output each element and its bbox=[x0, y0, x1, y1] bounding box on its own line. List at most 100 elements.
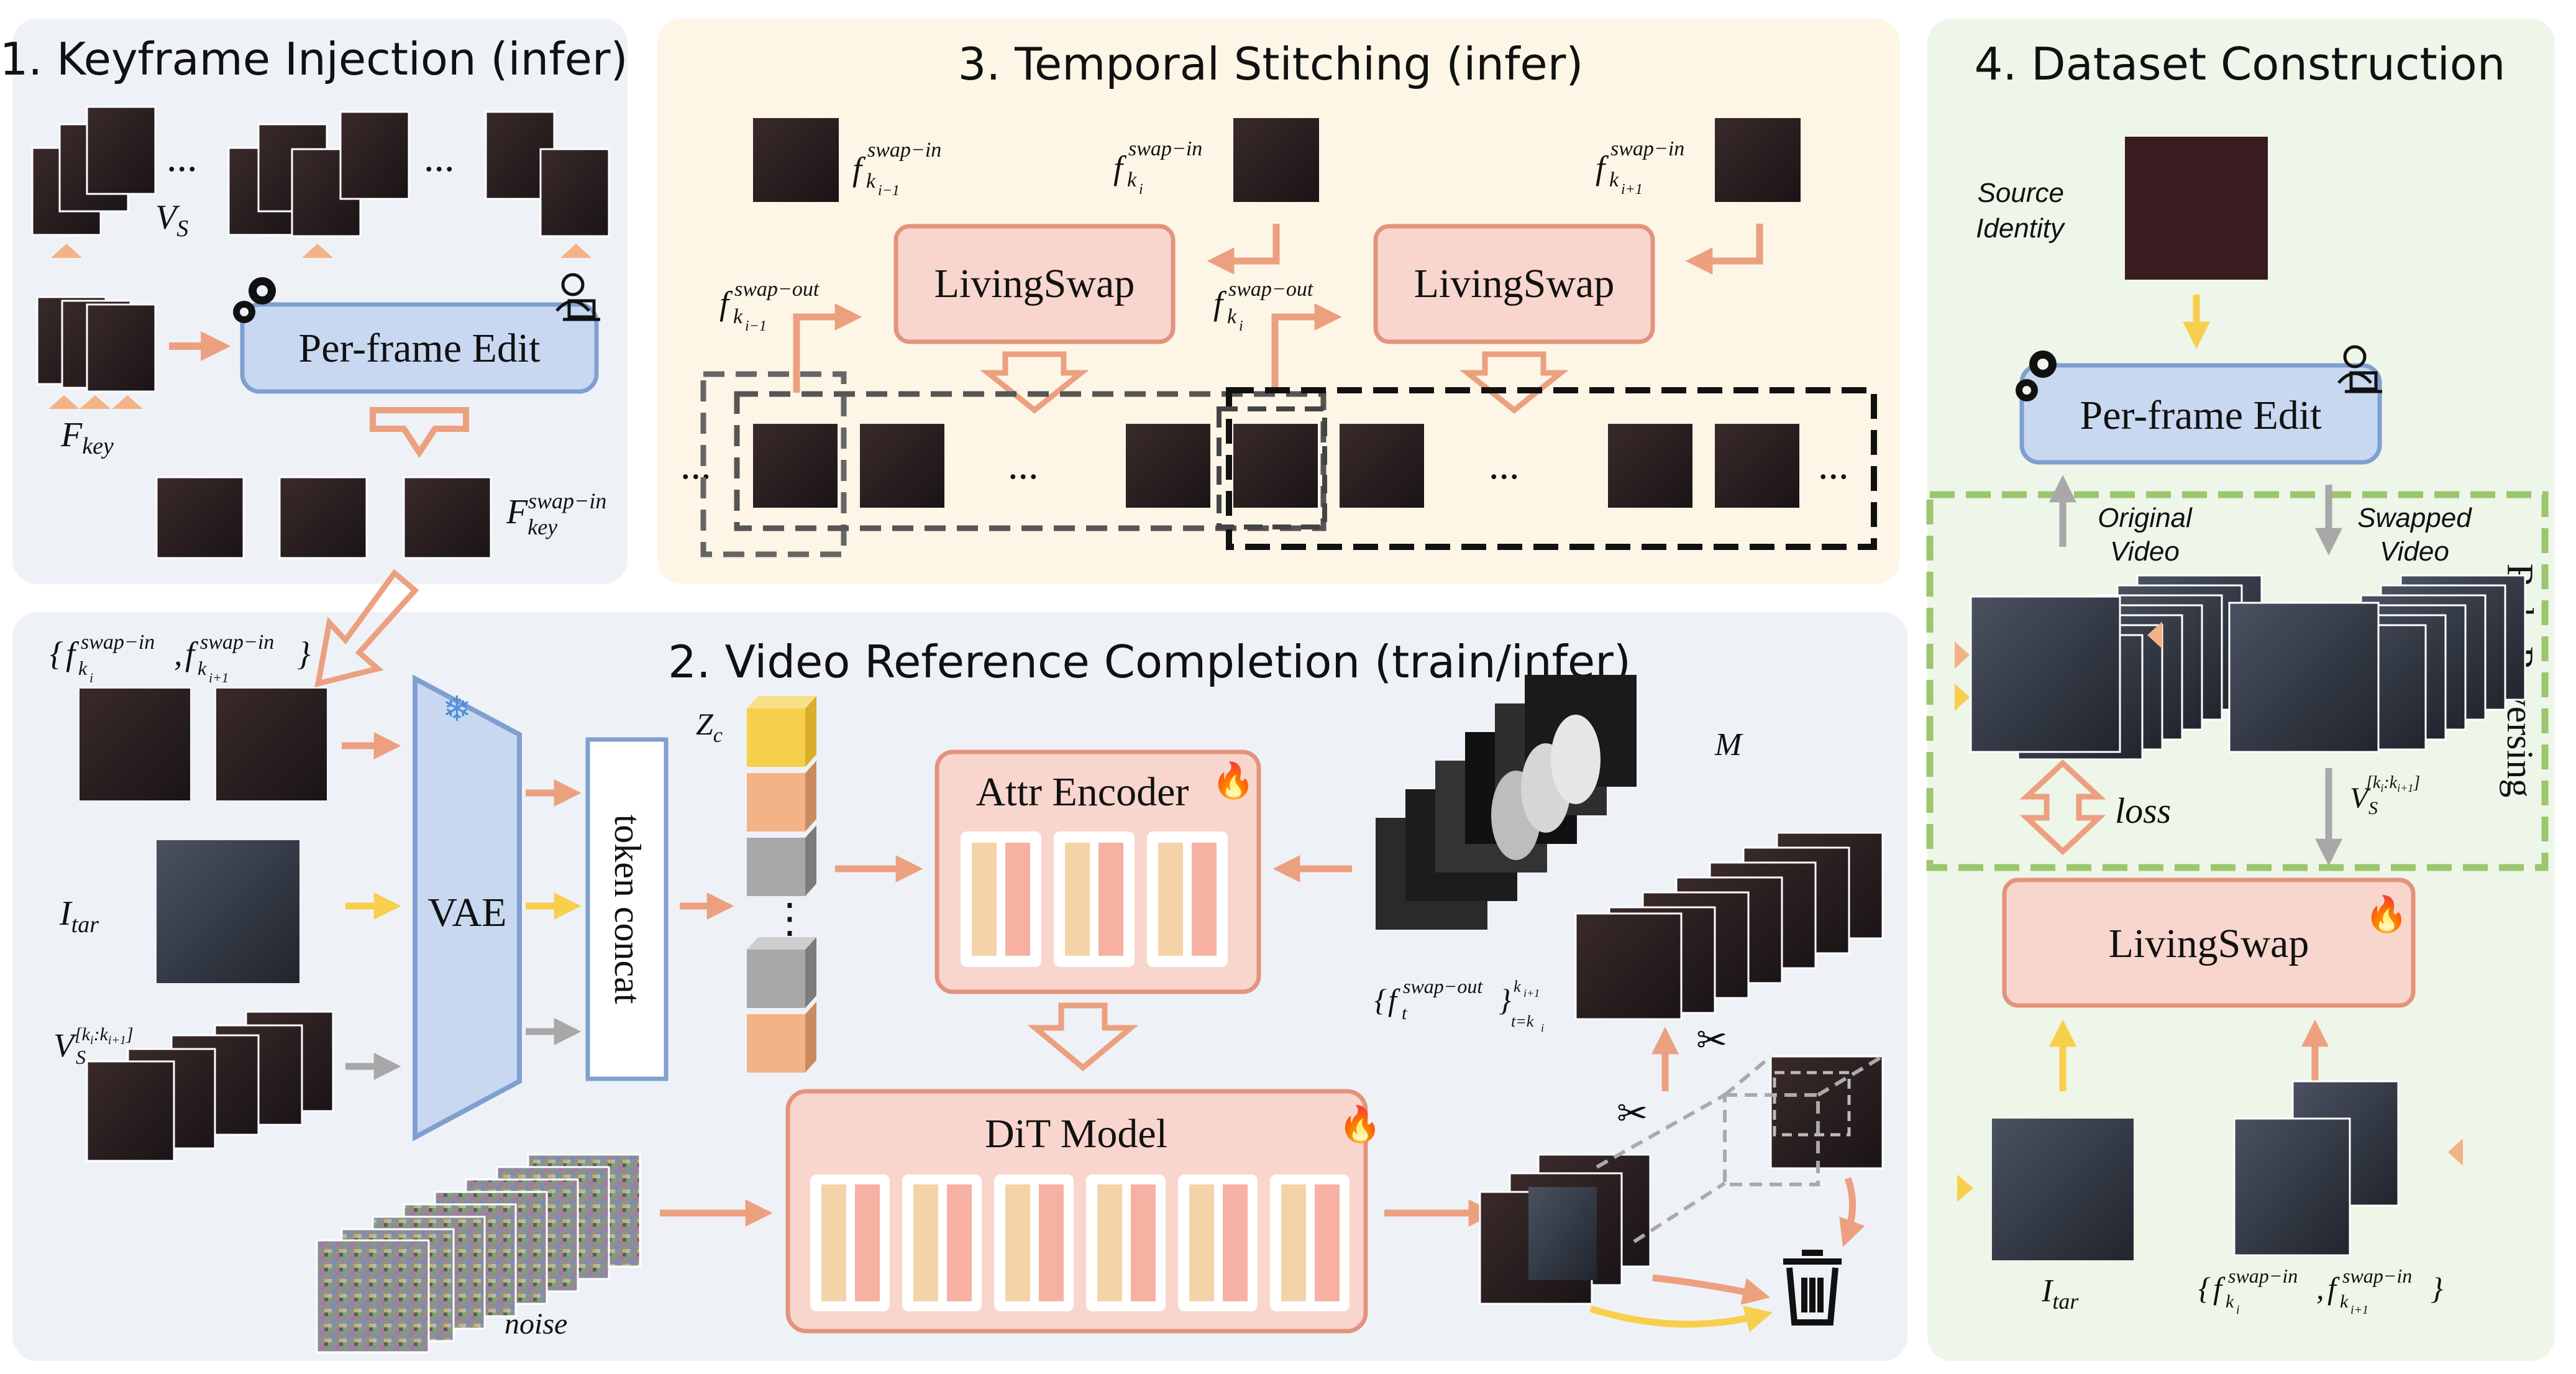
window-dash-gray-small bbox=[700, 371, 847, 557]
swap-out-frames bbox=[1574, 831, 1884, 1020]
svg-text:[ki:ki+1]: [ki:ki+1] bbox=[2366, 773, 2420, 794]
person-laptop-icon bbox=[2337, 345, 2382, 393]
token-orange bbox=[747, 1014, 805, 1073]
svg-text:i: i bbox=[2236, 1303, 2240, 1317]
latent-token-stack bbox=[747, 696, 816, 1073]
svg-text:k: k bbox=[1609, 168, 1619, 191]
itar-label-2: Itar bbox=[2041, 1273, 2079, 1314]
svg-text:Source: Source bbox=[1978, 178, 2064, 208]
attr-encoder-layers bbox=[961, 831, 1228, 967]
token-yellow bbox=[747, 708, 805, 767]
svg-text:}: } bbox=[2431, 1271, 2443, 1306]
svg-text:i: i bbox=[89, 670, 93, 685]
per-frame-edit-label: Per-frame Edit bbox=[298, 326, 540, 371]
video-frame bbox=[539, 148, 610, 237]
video-frame bbox=[86, 106, 157, 195]
svg-text:Zc: Zc bbox=[696, 707, 723, 747]
ellipsis-2: ... bbox=[424, 135, 455, 180]
svg-text:swap−in: swap−in bbox=[2228, 1265, 2298, 1287]
keyframe-marker bbox=[80, 395, 111, 409]
svg-text:i: i bbox=[1239, 318, 1243, 334]
ellipsis-strip-2: ... bbox=[1489, 442, 1520, 488]
ref-frame-ki1 bbox=[216, 689, 327, 800]
person-laptop-icon bbox=[555, 273, 600, 321]
keyframe-marker bbox=[51, 244, 82, 258]
original-video-label: Original Video bbox=[2098, 503, 2193, 567]
token-concat-block bbox=[585, 737, 669, 1081]
per-frame-edit-block bbox=[240, 302, 599, 394]
svg-text:swap−in: swap−in bbox=[200, 631, 274, 654]
svg-text:swap−in: swap−in bbox=[867, 139, 941, 162]
strip-frame bbox=[860, 424, 944, 508]
keyframe-marker bbox=[2147, 621, 2162, 649]
svg-text:k: k bbox=[78, 657, 88, 679]
svg-text:swap−in: swap−in bbox=[1610, 137, 1684, 160]
svg-text:swap−in: swap−in bbox=[2342, 1265, 2412, 1287]
keyframe-marker bbox=[1957, 1175, 1973, 1202]
token-gray bbox=[747, 838, 805, 896]
strip-frame bbox=[1608, 424, 1692, 508]
noise-stack bbox=[316, 1153, 641, 1353]
keyframe-marker bbox=[1955, 684, 1970, 711]
svg-text:i: i bbox=[1139, 181, 1143, 198]
gear-icon bbox=[2016, 350, 2057, 401]
crop-box bbox=[1773, 1071, 1851, 1137]
svg-text:k: k bbox=[2226, 1291, 2234, 1312]
vs-label: VS bbox=[155, 198, 188, 242]
ellipsis-strip-1: ... bbox=[1008, 442, 1039, 488]
strip-frame bbox=[1126, 424, 1210, 508]
swapped-video-label: Swapped Video bbox=[2357, 503, 2472, 567]
token-orange bbox=[747, 773, 805, 831]
scissors-icon: ✂ bbox=[1696, 1019, 1727, 1062]
arrow-swap-out-k-minus-1 bbox=[793, 303, 862, 393]
reference-set-label-2: { f swap−in k i , f swap−in k i+1 } bbox=[2198, 1265, 2443, 1317]
per-frame-edit-block-2 bbox=[2019, 363, 2382, 465]
svg-text:Itar: Itar bbox=[2041, 1273, 2079, 1314]
keyframe-marker bbox=[1955, 641, 1970, 669]
svg-text:swap−in: swap−in bbox=[81, 631, 155, 654]
mask-label: M bbox=[1714, 727, 1743, 763]
svg-text:i: i bbox=[1541, 1022, 1544, 1034]
swap-in-frame-k-plus-1 bbox=[1715, 118, 1801, 202]
swap-out-set-label: { f swap−out t } t=k i k i+1 bbox=[1374, 975, 1544, 1034]
vae-label: VAE bbox=[427, 890, 506, 935]
swapped-keyframe bbox=[403, 476, 492, 559]
svg-text:swap−out: swap−out bbox=[734, 278, 820, 301]
swapped-keyframe bbox=[278, 476, 368, 559]
svg-text:i+1: i+1 bbox=[1523, 987, 1540, 999]
itar-label: Itar bbox=[59, 894, 99, 938]
arrow-fk-to-livingswap-1 bbox=[1207, 224, 1280, 275]
vs-range-label-2: V S [ki:ki+1] bbox=[2350, 773, 2420, 818]
panel-keyframe-injection bbox=[12, 19, 628, 584]
svg-text:i+1: i+1 bbox=[2350, 1303, 2368, 1317]
svg-text:swap−out: swap−out bbox=[1403, 975, 1483, 997]
target-image-2 bbox=[1992, 1119, 2134, 1260]
svg-text:Video: Video bbox=[2110, 536, 2180, 567]
loss-label: loss bbox=[2115, 790, 2171, 831]
svg-text:Video: Video bbox=[2380, 536, 2449, 567]
svg-text:Fkey: Fkey bbox=[506, 493, 557, 539]
keyframe-marker bbox=[112, 395, 143, 409]
dit-model-layers bbox=[810, 1175, 1350, 1311]
swapped-video-stack bbox=[2228, 574, 2526, 753]
fkey-label: Fkey bbox=[60, 416, 114, 459]
keyframe-stack-frame bbox=[86, 303, 157, 393]
window-dash-black bbox=[1226, 387, 1877, 550]
arrow-fk1-to-livingswap-2 bbox=[1685, 224, 1763, 275]
crop-guides bbox=[1596, 1055, 1884, 1243]
livingswap-label-1: LivingSwap bbox=[934, 261, 1135, 306]
scissors-icon: ✂ bbox=[1617, 1092, 1648, 1135]
token-gray bbox=[747, 950, 805, 1008]
attr-encoder-label: Attr Encoder bbox=[976, 769, 1189, 815]
svg-text:S: S bbox=[2368, 798, 2378, 818]
svg-text:}: } bbox=[1499, 982, 1511, 1017]
original-video-stack bbox=[1970, 574, 2263, 761]
dit-model-label: DiT Model bbox=[985, 1111, 1167, 1156]
panel-1-title: 1. Keyframe Injection (infer) bbox=[0, 33, 628, 85]
svg-text:i+1: i+1 bbox=[209, 670, 229, 685]
livingswap-block-3 bbox=[2002, 877, 2416, 1008]
strip-frame bbox=[1233, 424, 1318, 508]
svg-text:VS: VS bbox=[155, 198, 188, 242]
video-frame bbox=[339, 111, 410, 200]
